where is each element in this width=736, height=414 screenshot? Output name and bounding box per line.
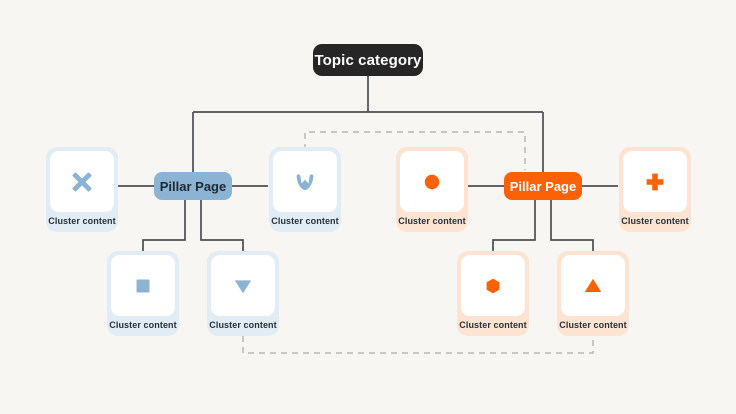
cluster-card-chevron[interactable]: Cluster content — [269, 147, 341, 232]
cluster-card-face — [400, 151, 464, 212]
edge-pillar-left-branch-b — [200, 200, 244, 257]
pillar-page-left-label: Pillar Page — [159, 178, 227, 194]
triangle-up-icon — [579, 272, 607, 300]
cluster-card-face — [623, 151, 687, 212]
plus-icon — [641, 168, 669, 196]
cluster-card-square-label: Cluster content — [109, 320, 177, 330]
cluster-card-x-label: Cluster content — [48, 216, 116, 226]
triangle-down-icon — [229, 272, 257, 300]
cluster-card-plus-label: Cluster content — [621, 216, 689, 226]
square-icon — [129, 272, 157, 300]
pillar-page-left[interactable]: Pillar Page — [154, 172, 232, 200]
edge-dashed-lower — [242, 325, 594, 354]
cluster-card-face — [273, 151, 337, 212]
x-icon — [68, 168, 96, 196]
cluster-card-hexagon[interactable]: Cluster content — [457, 251, 529, 336]
edge-pillar-right-branch-a — [492, 200, 536, 257]
circle-icon — [418, 168, 446, 196]
cluster-card-circle-label: Cluster content — [398, 216, 466, 226]
pillar-page-right[interactable]: Pillar Page — [504, 172, 582, 200]
cluster-card-triangle-down[interactable]: Cluster content — [207, 251, 279, 336]
cluster-card-x[interactable]: Cluster content — [46, 147, 118, 232]
cluster-card-face — [461, 255, 525, 316]
edge-pillar-right-branch-b — [550, 200, 594, 257]
cluster-card-circle[interactable]: Cluster content — [396, 147, 468, 232]
hexagon-icon — [479, 272, 507, 300]
pillar-page-right-label: Pillar Page — [509, 178, 577, 194]
cluster-card-face — [50, 151, 114, 212]
edge-pillar-left-branch-a — [142, 200, 186, 257]
cluster-card-triangle-up[interactable]: Cluster content — [557, 251, 629, 336]
topic-category-node[interactable]: Topic category — [313, 44, 423, 76]
cluster-card-triangle-down-label: Cluster content — [209, 320, 277, 330]
cluster-card-face — [211, 255, 275, 316]
cluster-card-plus[interactable]: Cluster content — [619, 147, 691, 232]
cluster-card-square[interactable]: Cluster content — [107, 251, 179, 336]
cluster-card-hexagon-label: Cluster content — [459, 320, 527, 330]
cluster-card-face — [111, 255, 175, 316]
cluster-card-chevron-label: Cluster content — [271, 216, 339, 226]
cluster-card-triangle-up-label: Cluster content — [559, 320, 627, 330]
chevron-icon — [291, 168, 319, 196]
cluster-card-face — [561, 255, 625, 316]
topic-category-label: Topic category — [314, 51, 422, 69]
